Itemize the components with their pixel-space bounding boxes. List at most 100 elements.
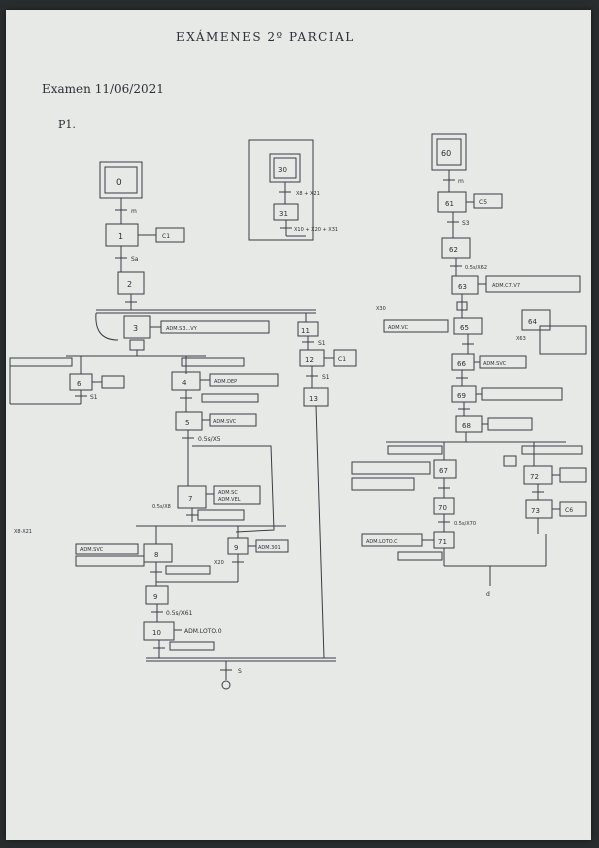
action-label: ADM.SVC (80, 547, 104, 553)
condition-box (521, 445, 583, 455)
exam-date: Examen 11/06/2021 (42, 82, 164, 96)
transition-label: S3 (462, 220, 470, 227)
step-label: 68 (462, 422, 471, 430)
transition-label: 0.5s/X61 (166, 610, 193, 617)
action-box (383, 319, 449, 333)
transition-label: X8 + X21 (296, 191, 320, 197)
step-label: 61 (445, 200, 454, 208)
action-box (351, 461, 431, 475)
action-box (75, 543, 139, 555)
action-label: ADM.LOTO.C (366, 539, 398, 545)
transition-label: Sa (131, 256, 139, 263)
step-63 (451, 275, 479, 295)
action-box (559, 467, 587, 483)
condition-box (165, 565, 211, 575)
step-label: 2 (127, 280, 132, 289)
step-label: 67 (439, 467, 448, 475)
action-box (209, 373, 279, 387)
step-label: 73 (531, 507, 540, 515)
action-label: ADM.301 (258, 545, 281, 551)
condition-box (397, 551, 443, 561)
action-label: C5 (479, 199, 487, 206)
step-label: 31 (279, 210, 288, 218)
action-box (101, 375, 125, 389)
action-label: ADM.LOTO.0 (184, 628, 222, 635)
step-label: 30 (278, 166, 287, 174)
condition-box (201, 393, 259, 403)
step-small-box (456, 301, 468, 311)
action-box (255, 539, 289, 553)
macro-frame (248, 139, 314, 241)
condition-box (387, 445, 443, 455)
step-label: 10 (152, 629, 161, 637)
transition-label: X30 (376, 306, 386, 312)
transition-label: S1 (322, 374, 330, 381)
step-label: 12 (305, 356, 314, 364)
action-box (479, 355, 527, 369)
transition-label: 0.5s/X8 (152, 504, 171, 510)
step-label: 8 (154, 551, 158, 559)
action-label: ADM.SC (218, 490, 238, 496)
condition-box (181, 357, 245, 367)
step-label: 66 (457, 360, 466, 368)
step-small-box (503, 455, 517, 467)
problem-label: P1. (58, 118, 76, 131)
step-label: 72 (530, 473, 539, 481)
condition-box (9, 357, 73, 367)
action-box (75, 555, 145, 567)
transition-label: S1 (318, 340, 326, 347)
step-label: 5 (185, 419, 189, 427)
step-label: 3 (133, 324, 138, 333)
page-title: EXÁMENES 2º PARCIAL (176, 30, 355, 44)
action-box (213, 485, 261, 505)
step-label: 70 (438, 504, 447, 512)
step-label: 71 (438, 538, 447, 546)
transition-label: m (458, 178, 464, 185)
transition-label: 0.5s/X62 (465, 265, 487, 271)
step-label: 62 (449, 246, 458, 254)
action-label: ADM.S3...VY (166, 326, 198, 332)
step-small-box (129, 339, 145, 351)
action-label: ADM.VEL (218, 497, 241, 503)
grafcet-diagram: 0 m 1 C1 Sa 2 3 ADM.S3...VY 6 (9, 133, 587, 690)
step-label: 64 (528, 318, 537, 326)
action-box (351, 477, 415, 491)
action-box (559, 501, 587, 517)
transition-label: 0.5s/X5 (198, 436, 221, 443)
notebook-page: EXÁMENES 2º PARCIAL Examen 11/06/2021 P1… (6, 10, 591, 840)
step-label: 65 (460, 324, 469, 332)
transition-label: X8·X21 (14, 529, 32, 535)
step-label: 9 (153, 593, 157, 601)
step-label: 6 (77, 380, 82, 388)
action-label: C1 (338, 356, 346, 363)
transition-label: X10 + X20 + X31 (294, 227, 338, 233)
step-label: 11 (301, 327, 310, 335)
transition-label: m (131, 208, 137, 215)
action-label: ADM.SVC (483, 361, 507, 367)
action-label: C1 (162, 233, 170, 240)
step-67 (433, 459, 457, 479)
step-64 (521, 309, 551, 331)
transition-label: d (486, 591, 490, 598)
step-label: 60 (441, 149, 451, 158)
step-label: 69 (457, 392, 466, 400)
action-label: ADM.DEP (214, 379, 237, 385)
action-label: ADM.C7.V7 (492, 283, 520, 289)
action-box (160, 320, 270, 334)
initial-step-30-inner (273, 157, 297, 179)
step-8 (143, 543, 173, 563)
action-box (485, 275, 581, 293)
initial-step-0-inner (104, 166, 138, 194)
initial-step-60-inner (436, 138, 462, 166)
step-5 (175, 411, 203, 431)
transition-label: 0.5s/X70 (454, 521, 476, 527)
action-box (487, 417, 533, 431)
transition-label: S (238, 668, 242, 675)
note-box (539, 325, 587, 355)
action-box (197, 509, 245, 521)
action-box (333, 349, 357, 367)
action-label: ADM.SVC (213, 419, 237, 425)
action-box (209, 413, 257, 427)
transition-label: X63 (516, 336, 526, 342)
action-box (473, 193, 503, 209)
